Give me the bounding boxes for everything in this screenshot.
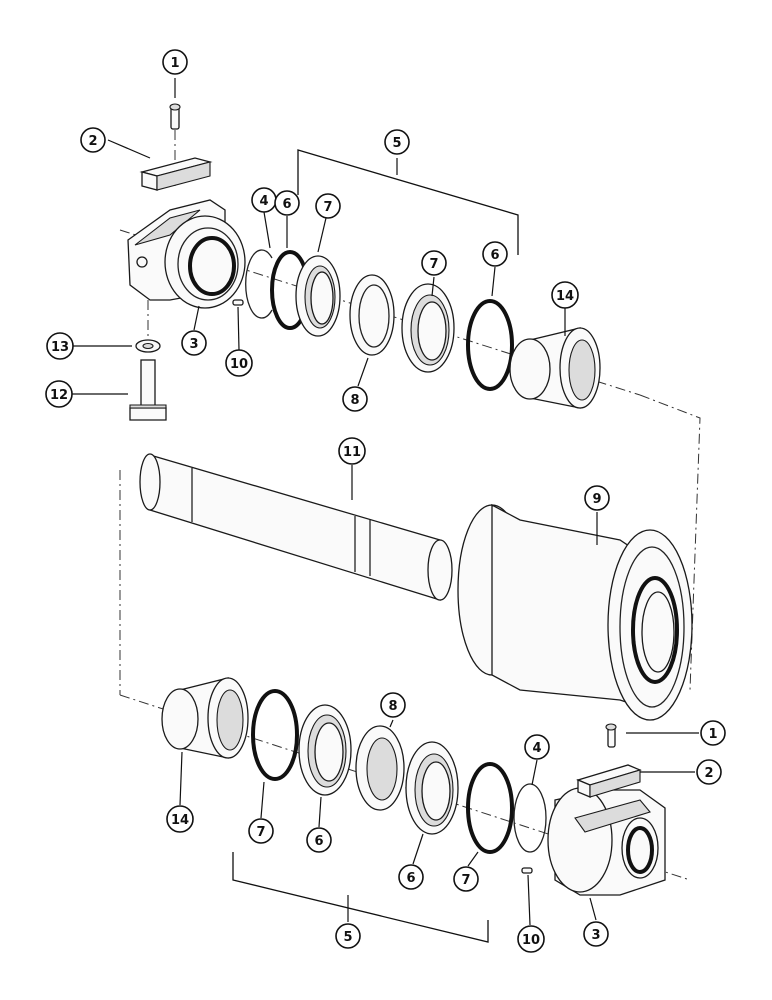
upper-drop-line — [639, 394, 701, 691]
callout-6-upper-a: 6 — [274, 190, 300, 216]
svg-text:10: 10 — [230, 357, 248, 372]
thrust-washer-upper — [349, 274, 395, 356]
thrust-washer-lower — [355, 725, 405, 811]
callout-6-lower-a: 6 — [306, 827, 332, 853]
callout-10-lower: 10 — [517, 925, 545, 953]
svg-text:4: 4 — [532, 741, 541, 756]
pin-upper — [169, 103, 181, 130]
pin-lower — [605, 723, 617, 748]
svg-text:7: 7 — [256, 825, 265, 840]
callout-3-lower: 3 — [583, 921, 609, 947]
snap-ring-upper — [245, 249, 273, 319]
seal-lower-2 — [405, 741, 459, 835]
svg-text:3: 3 — [591, 928, 600, 943]
dowel-upper — [232, 299, 244, 306]
svg-text:5: 5 — [343, 930, 352, 945]
track-roller — [457, 503, 693, 721]
bushing-upper — [509, 327, 601, 409]
callout-10-upper: 10 — [225, 349, 253, 377]
callout-2-lower: 2 — [696, 759, 722, 785]
callout-2-upper: 2 — [80, 127, 106, 153]
svg-text:7: 7 — [429, 257, 438, 272]
callout-8-upper: 8 — [342, 386, 368, 412]
callout-7-lower-a: 7 — [248, 818, 274, 844]
bushing-lower — [161, 677, 249, 759]
o-ring-lower-1 — [251, 689, 299, 781]
callout-4-upper: 4 — [251, 187, 277, 213]
callout-7-lower-b: 7 — [453, 866, 479, 892]
bracket-upper — [297, 149, 519, 255]
end-collar-upper — [127, 199, 246, 309]
dowel-lower — [521, 867, 533, 874]
seal-lower-1 — [298, 704, 352, 796]
callout-7-upper-a: 7 — [315, 193, 341, 219]
svg-text:8: 8 — [388, 699, 397, 714]
callout-4-lower: 4 — [524, 734, 550, 760]
seal-upper-2 — [401, 283, 455, 373]
svg-text:2: 2 — [88, 134, 97, 149]
bolt-12 — [129, 359, 167, 421]
callout-6-lower-b: 6 — [398, 864, 424, 890]
callout-9: 9 — [584, 485, 610, 511]
leader-lines — [72, 78, 699, 926]
callout-5-lower: 5 — [335, 923, 361, 949]
callout-5-upper: 5 — [384, 129, 410, 155]
svg-text:6: 6 — [490, 248, 499, 263]
bracket-lower — [232, 852, 489, 943]
svg-text:13: 13 — [51, 340, 69, 355]
callout-14-upper: 14 — [551, 281, 579, 309]
svg-text:11: 11 — [343, 445, 361, 460]
washer-13 — [135, 339, 161, 353]
svg-text:8: 8 — [350, 393, 359, 408]
callout-1-upper: 1 — [162, 49, 188, 75]
svg-text:2: 2 — [704, 766, 713, 781]
svg-text:12: 12 — [50, 388, 68, 403]
callout-11: 11 — [338, 437, 366, 465]
svg-text:7: 7 — [323, 200, 332, 215]
key-block-lower — [576, 764, 642, 798]
svg-text:14: 14 — [556, 289, 574, 304]
end-collar-lower — [547, 787, 666, 896]
callout-1-lower: 1 — [700, 720, 726, 746]
svg-text:10: 10 — [522, 933, 540, 948]
svg-text:3: 3 — [189, 337, 198, 352]
svg-text:1: 1 — [708, 727, 717, 742]
svg-text:14: 14 — [171, 813, 189, 828]
callout-3-upper: 3 — [181, 330, 207, 356]
o-ring-lower-2 — [466, 762, 514, 854]
svg-text:4: 4 — [259, 194, 268, 209]
svg-text:6: 6 — [314, 834, 323, 849]
callout-6-upper-b: 6 — [482, 241, 508, 267]
callout-14-lower: 14 — [166, 805, 194, 833]
callout-7-upper-b: 7 — [421, 250, 447, 276]
o-ring-upper-2 — [466, 299, 514, 391]
callout-8-lower: 8 — [380, 692, 406, 718]
callout-13: 13 — [46, 332, 74, 360]
svg-text:6: 6 — [406, 871, 415, 886]
seal-upper-1 — [295, 255, 341, 337]
svg-text:6: 6 — [282, 197, 291, 212]
key-block-upper — [139, 157, 213, 191]
svg-text:9: 9 — [592, 492, 601, 507]
svg-text:5: 5 — [392, 136, 401, 151]
callout-12: 12 — [45, 380, 73, 408]
snap-ring-lower — [513, 783, 547, 853]
svg-text:7: 7 — [461, 873, 470, 888]
roller-shaft — [139, 453, 453, 601]
svg-text:1: 1 — [170, 56, 179, 71]
